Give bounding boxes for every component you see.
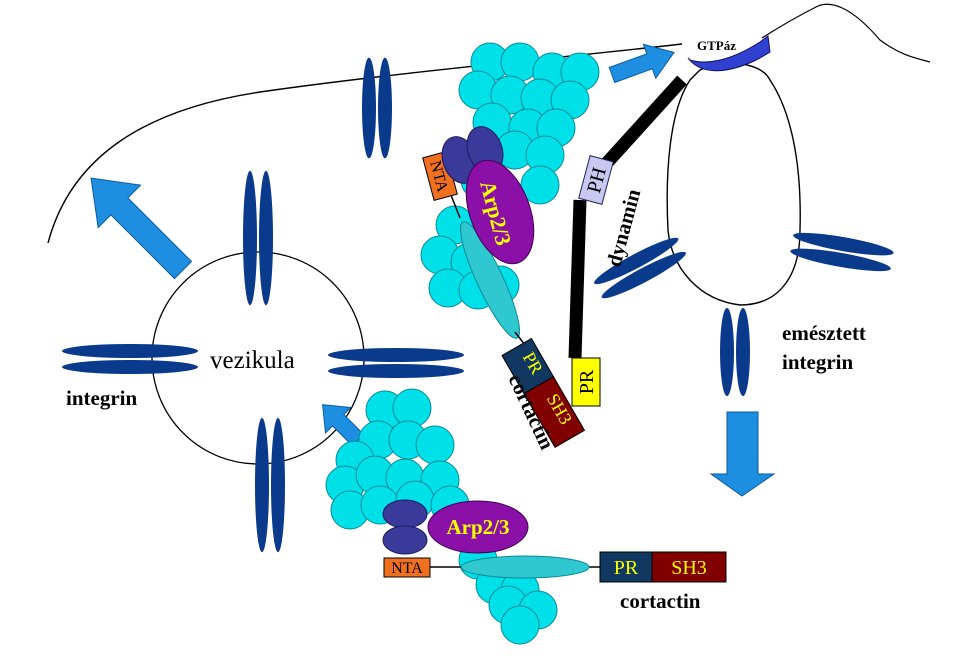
digested-integrin-label-line1: emésztett [782, 321, 866, 345]
integrin-bud-left [590, 232, 690, 304]
membrane-tail [761, 3, 931, 63]
integrin-label: integrin [66, 386, 137, 410]
transport-arrow-small [322, 404, 365, 447]
dynamin-pr-box [571, 357, 601, 407]
arp-label-lower: Arp2/3 [447, 515, 510, 539]
transport-arrow-up-left [90, 177, 193, 280]
arp-cap-lower-1 [382, 499, 428, 529]
integrin-bud-bottom [720, 307, 750, 397]
cortactin-rod-lower [460, 555, 590, 579]
dynamin-pr-label: PR [576, 369, 598, 394]
cell-membrane [47, 43, 683, 244]
cortactin-complex-lower: NTA Arp2/3 PR SH3 cortactin [382, 499, 727, 613]
vesicle-label: vezikula [210, 347, 295, 374]
endocytic-bud [666, 62, 801, 306]
ph-domain-box [578, 155, 614, 205]
arp-complex-lower [427, 500, 529, 554]
nta-box-lower [383, 557, 431, 578]
arp-complex-upper [465, 159, 535, 265]
cortactin-pr-label-lower: PR [614, 557, 639, 579]
integrin-membrane [362, 57, 392, 159]
cortactin-pr-box-lower [599, 551, 653, 583]
cortactin-rod-upper [459, 221, 521, 339]
transport-arrow-down [709, 411, 776, 497]
gtpase-domain [687, 35, 771, 72]
nta-label-lower: NTA [391, 560, 423, 577]
cortactin-sh3-box-lower [651, 551, 727, 583]
arp-cap-lower-2 [382, 525, 428, 555]
cortactin-label-lower: cortactin [620, 589, 701, 613]
digested-integrin-label-line2: integrin [782, 350, 853, 374]
integrin-bud-right [789, 228, 895, 276]
transport-arrow-to-gtpase [608, 43, 675, 84]
gtpase-label: GTPáz [697, 38, 736, 53]
cortactin-sh3-label-lower: SH3 [671, 557, 707, 579]
cortactin-complex-upper: NTA Arp2/3 PR SH3 cortactin [422, 126, 586, 453]
cortactin-sh3-box-upper [523, 375, 586, 449]
